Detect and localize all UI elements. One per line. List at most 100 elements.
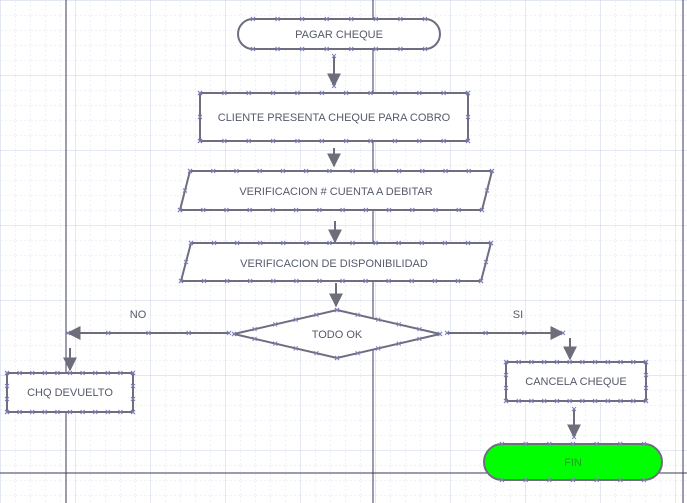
handle-mark <box>319 138 325 144</box>
start-terminator-label: PAGAR CHEQUE <box>295 29 383 41</box>
handle-mark <box>280 240 286 246</box>
handle-mark <box>280 168 286 174</box>
handle-mark <box>4 409 10 415</box>
handle-mark <box>355 350 360 356</box>
handle-mark <box>324 46 330 52</box>
handle-mark <box>299 16 305 22</box>
handle-mark <box>319 90 325 96</box>
verify-funds-parallelogram[interactable]: VERIFICACION DE DISPONIBILIDAD <box>179 242 493 282</box>
handle-mark <box>643 398 649 404</box>
handle-mark <box>334 355 340 361</box>
handle-mark <box>295 90 300 96</box>
verify-account-parallelogram[interactable]: VERIFICACION # CUENTA A DEBITAR <box>178 170 494 211</box>
handle-mark <box>299 46 305 52</box>
handle-mark <box>443 168 448 174</box>
handle-mark <box>375 317 381 322</box>
handle-mark <box>641 441 647 447</box>
handle-mark <box>275 46 280 52</box>
handle-mark <box>375 346 381 351</box>
handle-mark <box>442 240 448 246</box>
handle-mark <box>571 434 577 440</box>
handle-mark <box>118 370 123 376</box>
handle-mark <box>295 138 300 144</box>
present-process-box[interactable]: CLIENTE PRESENTA CHEQUE PARA COBRO <box>199 92 469 142</box>
handle-mark <box>294 278 299 284</box>
handle-mark <box>396 322 402 327</box>
handle-mark <box>257 240 263 246</box>
handle-mark <box>630 398 636 404</box>
handle-mark <box>441 90 446 96</box>
start-terminator[interactable]: PAGAR CHEQUE <box>237 18 441 50</box>
handle-mark <box>317 207 322 213</box>
handle-mark <box>29 409 35 415</box>
handle-mark <box>42 409 48 415</box>
handle-mark <box>419 240 425 246</box>
handle-mark <box>523 441 529 447</box>
handle-mark <box>396 168 402 174</box>
handle-mark <box>580 359 585 365</box>
handle-mark <box>201 278 207 284</box>
handle-mark <box>516 359 522 365</box>
handle-mark <box>200 207 206 213</box>
handle-mark <box>386 278 392 284</box>
handle-mark <box>65 330 71 336</box>
handle-mark <box>314 350 319 356</box>
handle-mark <box>178 278 184 284</box>
cancel-process-box[interactable]: CANCELA CHEQUE <box>505 361 647 402</box>
handle-mark <box>247 278 253 284</box>
handle-mark <box>4 383 10 389</box>
handle-mark <box>246 90 252 96</box>
decision-label: TODO OK <box>312 329 363 341</box>
handle-mark <box>643 385 649 391</box>
handle-mark <box>275 16 280 22</box>
handle-mark <box>197 138 203 144</box>
handle-mark <box>643 359 649 365</box>
handle-mark <box>465 90 471 96</box>
handle-mark <box>479 207 485 213</box>
cancel-process-label: CANCELA CHEQUE <box>525 376 626 388</box>
handle-mark <box>317 278 322 284</box>
handle-mark <box>252 336 257 342</box>
handle-mark <box>188 240 194 246</box>
handle-mark <box>617 477 623 483</box>
end-terminator[interactable]: FIN <box>483 443 663 481</box>
handle-mark <box>641 477 647 483</box>
edge-label-no: NO <box>130 309 147 321</box>
handle-mark <box>499 441 505 447</box>
handle-mark <box>503 372 509 378</box>
handle-mark <box>270 138 276 144</box>
handle-mark <box>183 259 189 265</box>
handle-mark <box>465 138 471 144</box>
handle-mark <box>617 441 623 447</box>
returned-process-box[interactable]: CHQ DEVUELTO <box>6 372 134 413</box>
verify-funds-label: VERIFICACION DE DISPONIBILIDAD <box>240 258 428 270</box>
handle-mark <box>483 330 489 336</box>
handle-mark <box>417 326 422 332</box>
handle-mark <box>409 278 415 284</box>
handle-mark <box>554 398 560 404</box>
handle-mark <box>105 370 111 376</box>
handle-mark <box>246 138 252 144</box>
handle-mark <box>340 278 345 284</box>
handle-mark <box>92 409 98 415</box>
handle-mark <box>350 168 355 174</box>
handle-mark <box>592 359 598 365</box>
handle-mark <box>343 138 349 144</box>
edge-label-yes: SI <box>513 309 523 321</box>
handle-mark <box>422 46 428 52</box>
handle-mark <box>541 398 547 404</box>
handle-mark <box>257 168 263 174</box>
handle-mark <box>529 398 534 404</box>
handle-mark <box>327 168 332 174</box>
handle-mark <box>594 477 600 483</box>
handle-mark <box>546 441 552 447</box>
handle-mark <box>118 409 123 415</box>
handle-mark <box>523 477 529 483</box>
handle-mark <box>398 16 403 22</box>
handle-mark <box>270 278 276 284</box>
handle-mark <box>489 168 495 174</box>
handle-mark <box>42 370 48 376</box>
handle-mark <box>373 16 379 22</box>
handle-mark <box>210 168 216 174</box>
